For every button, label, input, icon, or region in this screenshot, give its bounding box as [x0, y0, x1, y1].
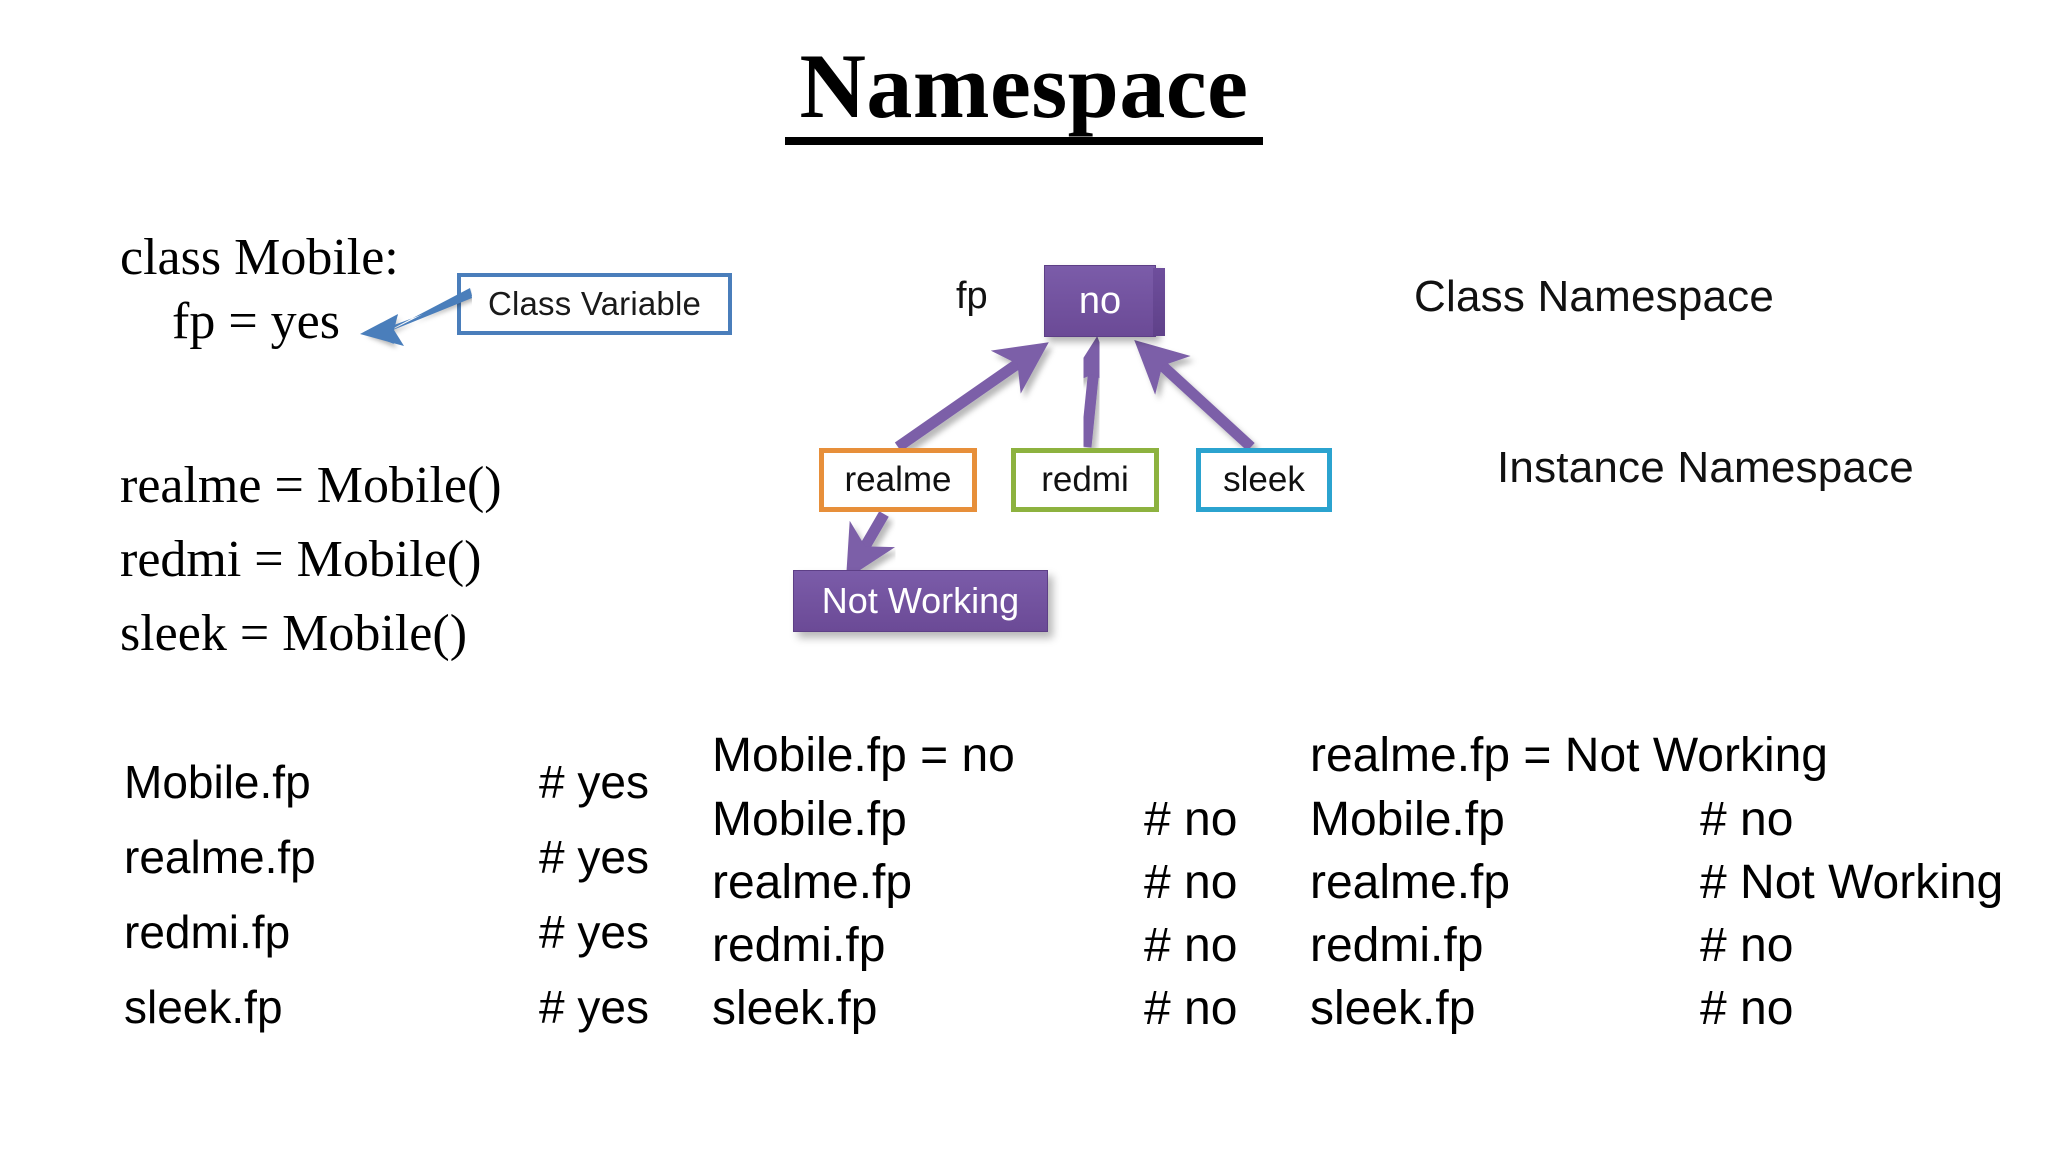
code-line-class-mobile: class Mobile: [120, 229, 399, 286]
expr-cell: redmi.fp [124, 906, 291, 958]
result-cell: # yes [539, 906, 649, 958]
table-row: redmi.fp # yes [124, 905, 649, 980]
code-line-realme: realme = Mobile() [120, 457, 502, 514]
annotation-instance-namespace: Instance Namespace [1497, 443, 1914, 492]
result-cell: # no [1144, 793, 1238, 846]
results-table-after-instance-assign: realme.fp = Not Working Mobile.fp # no r… [1310, 728, 2003, 1044]
expr-cell: sleek.fp [1310, 982, 1476, 1035]
instance-box-realme: realme [819, 448, 977, 512]
page-title-text: Namespace [785, 38, 1263, 145]
instance-box-sleek: sleek [1196, 448, 1332, 512]
instance-value-box-not-working: Not Working [793, 570, 1048, 632]
expr-cell: realme.fp [124, 831, 316, 883]
arrow-redmi-to-no-icon [1065, 336, 1119, 448]
table-row: realme.fp # no [712, 855, 1237, 918]
class-variable-callout-box: Class Variable [457, 273, 732, 335]
expr-cell: realme.fp [1310, 856, 1511, 909]
expr-cell: Mobile.fp [712, 793, 907, 846]
result-cell: # no [1144, 919, 1238, 972]
code-line-sleek: sleek = Mobile() [120, 605, 468, 662]
class-attribute-label-fp: fp [956, 275, 988, 317]
class-variable-callout-label: Class Variable [487, 285, 702, 322]
table-row: redmi.fp # no [1310, 918, 2003, 981]
expr-cell: sleek.fp [124, 981, 283, 1033]
expr-cell: Mobile.fp [1310, 793, 1505, 846]
expr-cell: redmi.fp [712, 919, 886, 972]
results-table-after-class-assign: Mobile.fp = no Mobile.fp # no realme.fp … [712, 728, 1237, 1044]
arrow-realme-to-no-icon [894, 342, 1049, 452]
table-row: realme.fp # Not Working [1310, 855, 2003, 918]
table-row: Mobile.fp # yes [124, 755, 649, 830]
result-cell: # no [1700, 982, 1794, 1035]
table-row: Mobile.fp # no [712, 792, 1237, 855]
class-namespace-value-box: no [1044, 265, 1165, 337]
expr-cell: Mobile.fp [124, 756, 311, 808]
arrow-sleek-to-no-icon [1134, 339, 1255, 452]
result-cell: # no [1700, 793, 1794, 846]
table-row: sleek.fp # no [712, 981, 1237, 1044]
page-title: Namespace [0, 38, 2048, 145]
class-variable-arrow-icon [360, 288, 472, 346]
result-cell: # yes [539, 981, 649, 1033]
result-cell: # no [1700, 919, 1794, 972]
annotation-class-namespace: Class Namespace [1414, 272, 1775, 321]
expr-cell: redmi.fp [1310, 919, 1484, 972]
code-line-fp-assign: fp = yes [172, 293, 340, 350]
table-header-assignment: Mobile.fp = no [712, 729, 1015, 782]
expr-cell: realme.fp [712, 856, 913, 909]
instance-box-redmi: redmi [1011, 448, 1159, 512]
results-table-initial: Mobile.fp # yes realme.fp # yes redmi.fp… [124, 755, 649, 1055]
result-cell: # Not Working [1700, 856, 2004, 909]
table-header-assignment: realme.fp = Not Working [1310, 729, 1828, 782]
result-cell: # no [1144, 982, 1238, 1035]
expr-cell: sleek.fp [712, 982, 878, 1035]
result-cell: # no [1144, 856, 1238, 909]
table-row: sleek.fp # yes [124, 980, 649, 1055]
result-cell: # yes [539, 831, 649, 883]
table-row: Mobile.fp # no [1310, 792, 2003, 855]
table-row: realme.fp # yes [124, 830, 649, 905]
result-cell: # yes [539, 756, 649, 808]
table-row: redmi.fp # no [712, 918, 1237, 981]
arrow-realme-to-not-working-icon [846, 511, 896, 580]
table-row: sleek.fp # no [1310, 981, 2003, 1044]
code-line-redmi: redmi = Mobile() [120, 531, 482, 588]
